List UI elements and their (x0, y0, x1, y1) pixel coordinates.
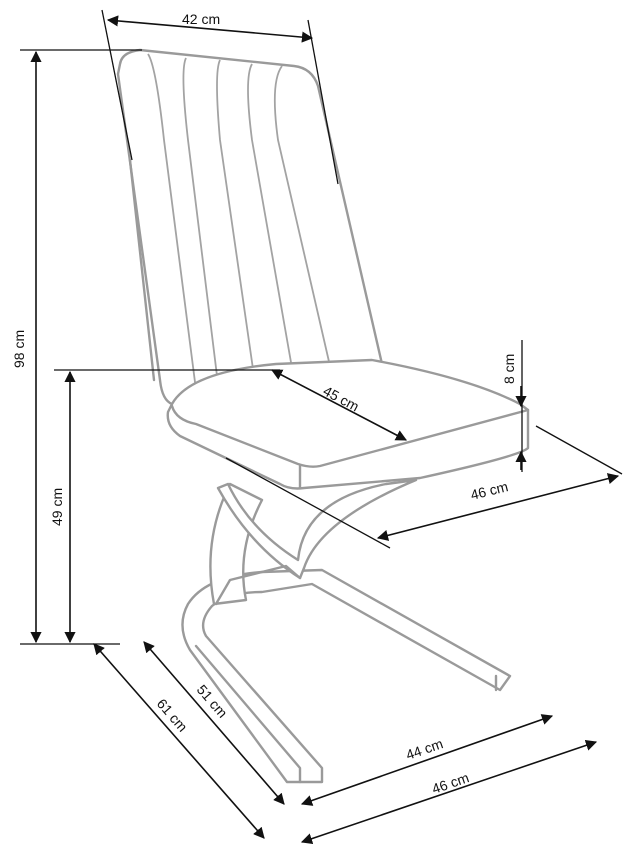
label-base-width-inner: 44 cm (404, 735, 445, 763)
chair-drawing (116, 48, 530, 784)
chair-support (209, 482, 264, 606)
label-seat-height: 49 cm (49, 488, 65, 526)
label-total-height: 98 cm (11, 330, 27, 368)
label-total-depth: 61 cm (154, 695, 191, 734)
label-back-width: 42 cm (182, 11, 220, 27)
dimension-lines (20, 9, 623, 845)
label-base-width-outer: 46 cm (430, 769, 471, 797)
chair-backrest (116, 48, 384, 406)
label-seat-thickness: 8 cm (501, 354, 517, 384)
label-seat-width: 46 cm (469, 478, 510, 503)
